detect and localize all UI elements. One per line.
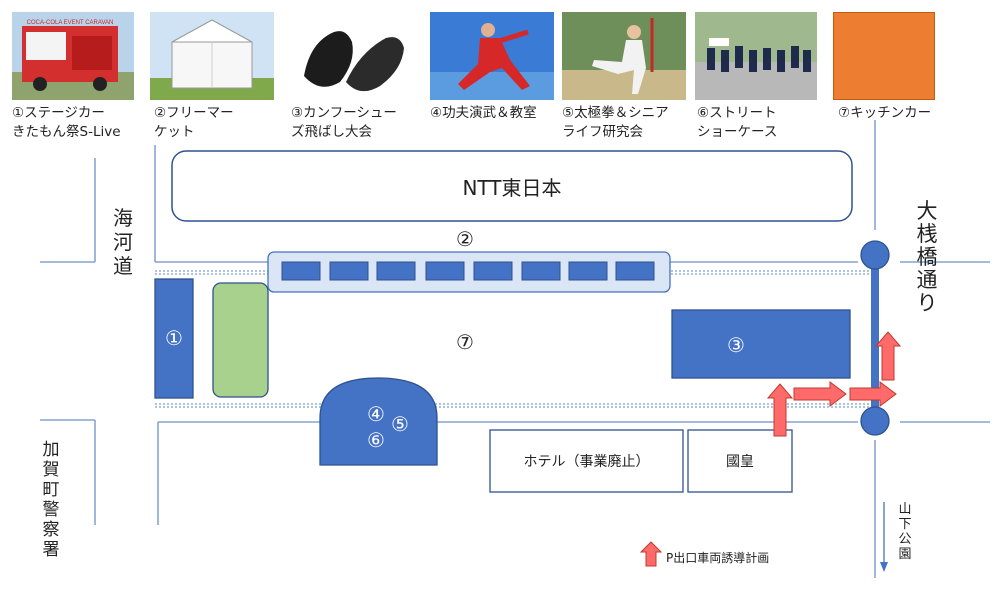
kaigando-char: 海 <box>113 206 133 230</box>
osanbashi-char: り <box>916 291 938 315</box>
ntt-building <box>171 150 853 222</box>
kagacho-char: 警 <box>42 500 60 520</box>
stage-car-zone <box>154 278 194 399</box>
stage-car-photo-text: COCA-COLA EVENT CARAVAN <box>27 20 114 26</box>
zone-5-label: ⑤ <box>391 412 409 436</box>
kagacho-char: 察 <box>42 520 60 540</box>
kitchen-car-swatch <box>833 12 935 100</box>
kagacho-char: 町 <box>42 480 60 500</box>
kagacho-label: 加 賀 町 警 察 署 <box>38 440 64 560</box>
green-area <box>212 282 269 398</box>
kokou-label: 國皇 <box>726 454 754 470</box>
kaigando-char: 河 <box>113 230 133 254</box>
osanbashi-label: 大 桟 橋 通 り <box>912 200 942 315</box>
stage-car-photo: COCA-COLA EVENT CARAVAN <box>12 12 134 100</box>
zone-1-label: ① <box>165 326 183 350</box>
kungfu-shoes-zone <box>671 309 851 379</box>
kagacho-char: 加 <box>42 440 60 460</box>
tent-photo <box>150 12 274 100</box>
zone-4-label: ④ <box>367 402 385 426</box>
caption-taichi-line2: ライフ研究会 <box>562 124 643 140</box>
yamashita-char: 下 <box>898 517 912 532</box>
caption-kungfu-demo-line1: ④功夫演武＆教室 <box>430 105 537 121</box>
caption-stage-car-line2: きたもん祭S-Live <box>12 124 121 140</box>
caption-stage-car-line1: ①ステージカー <box>12 105 105 121</box>
caption-street-showcase: ⑥ストリート ショーケース <box>697 104 777 142</box>
caption-kungfu-shoes: ③カンフーシュー ズ飛ばし大会 <box>291 104 397 142</box>
legend-arrow-icon <box>639 541 663 567</box>
caption-flea-market: ②フリーマー ケット <box>154 104 234 142</box>
booth <box>425 261 465 281</box>
kaigando-label: 海 河 道 <box>108 206 138 278</box>
osanbashi-char: 桟 <box>916 222 938 246</box>
street-showcase-photo <box>695 12 817 100</box>
yamashita-char: 園 <box>898 547 912 562</box>
arrow-up-1 <box>766 383 794 437</box>
caption-kungfu-shoes-line2: ズ飛ばし大会 <box>291 124 372 140</box>
caption-street-showcase-line1: ⑥ストリート <box>697 105 777 121</box>
caption-stage-car: ①ステージカー きたもん祭S-Live <box>12 104 121 142</box>
booth <box>376 261 416 281</box>
osanbashi-char: 大 <box>916 199 938 223</box>
caption-kungfu-demo: ④功夫演武＆教室 <box>430 104 537 123</box>
caption-kitchen-car-line1: ⑦キッチンカー <box>838 105 932 121</box>
yamashita-char: 公 <box>898 532 912 547</box>
booth <box>568 261 608 281</box>
kaigando-char: 道 <box>113 254 133 278</box>
zone-6-label: ⑥ <box>367 428 385 452</box>
booth <box>521 261 561 281</box>
zone-3-label: ③ <box>727 333 745 357</box>
caption-flea-market-line2: ケット <box>154 124 195 140</box>
traffic-node-bottom <box>860 406 890 436</box>
caption-kitchen-car: ⑦キッチンカー <box>838 104 931 123</box>
booth <box>473 261 513 281</box>
zone-2-label: ② <box>456 227 474 251</box>
osanbashi-char: 橋 <box>916 245 938 269</box>
park-direction-arrowhead <box>880 562 888 572</box>
legend-label: P出口車両誘導計画 <box>666 551 770 565</box>
booth <box>329 261 369 281</box>
caption-flea-market-line1: ②フリーマー <box>154 105 234 121</box>
flea-market-zone <box>267 251 671 293</box>
arrow-right-2 <box>849 381 897 407</box>
caption-taichi-line1: ⑤太極拳＆シニア <box>562 105 669 121</box>
booth <box>615 261 655 281</box>
caption-kungfu-shoes-line1: ③カンフーシュー <box>291 105 397 121</box>
traffic-node-top <box>860 240 890 270</box>
caption-street-showcase-line2: ショーケース <box>697 124 778 140</box>
booth <box>281 261 321 281</box>
shoes-photo <box>290 12 414 100</box>
kungfu-photo <box>430 12 554 100</box>
kagacho-char: 賀 <box>42 460 60 480</box>
exit-arrows <box>766 331 902 437</box>
performance-stage <box>319 377 438 466</box>
ntt-label: NTT東日本 <box>462 176 562 200</box>
taichi-photo <box>562 12 686 100</box>
kokou-building <box>687 429 793 493</box>
hotel-label: ホテル（事業廃止） <box>523 454 650 470</box>
caption-taichi: ⑤太極拳＆シニア ライフ研究会 <box>562 104 669 142</box>
osanbashi-char: 通 <box>916 268 938 292</box>
exit-lane <box>871 255 879 417</box>
hotel-building <box>489 429 684 493</box>
zone-7-label: ⑦ <box>456 330 474 354</box>
flea-market-booths <box>281 261 655 281</box>
kagacho-char: 署 <box>42 540 60 560</box>
arrow-up-2 <box>874 331 902 381</box>
yamashita-char: 山 <box>898 502 912 517</box>
yamashita-label: 山 下 公 園 <box>895 502 915 562</box>
arrow-right-1 <box>793 381 847 407</box>
